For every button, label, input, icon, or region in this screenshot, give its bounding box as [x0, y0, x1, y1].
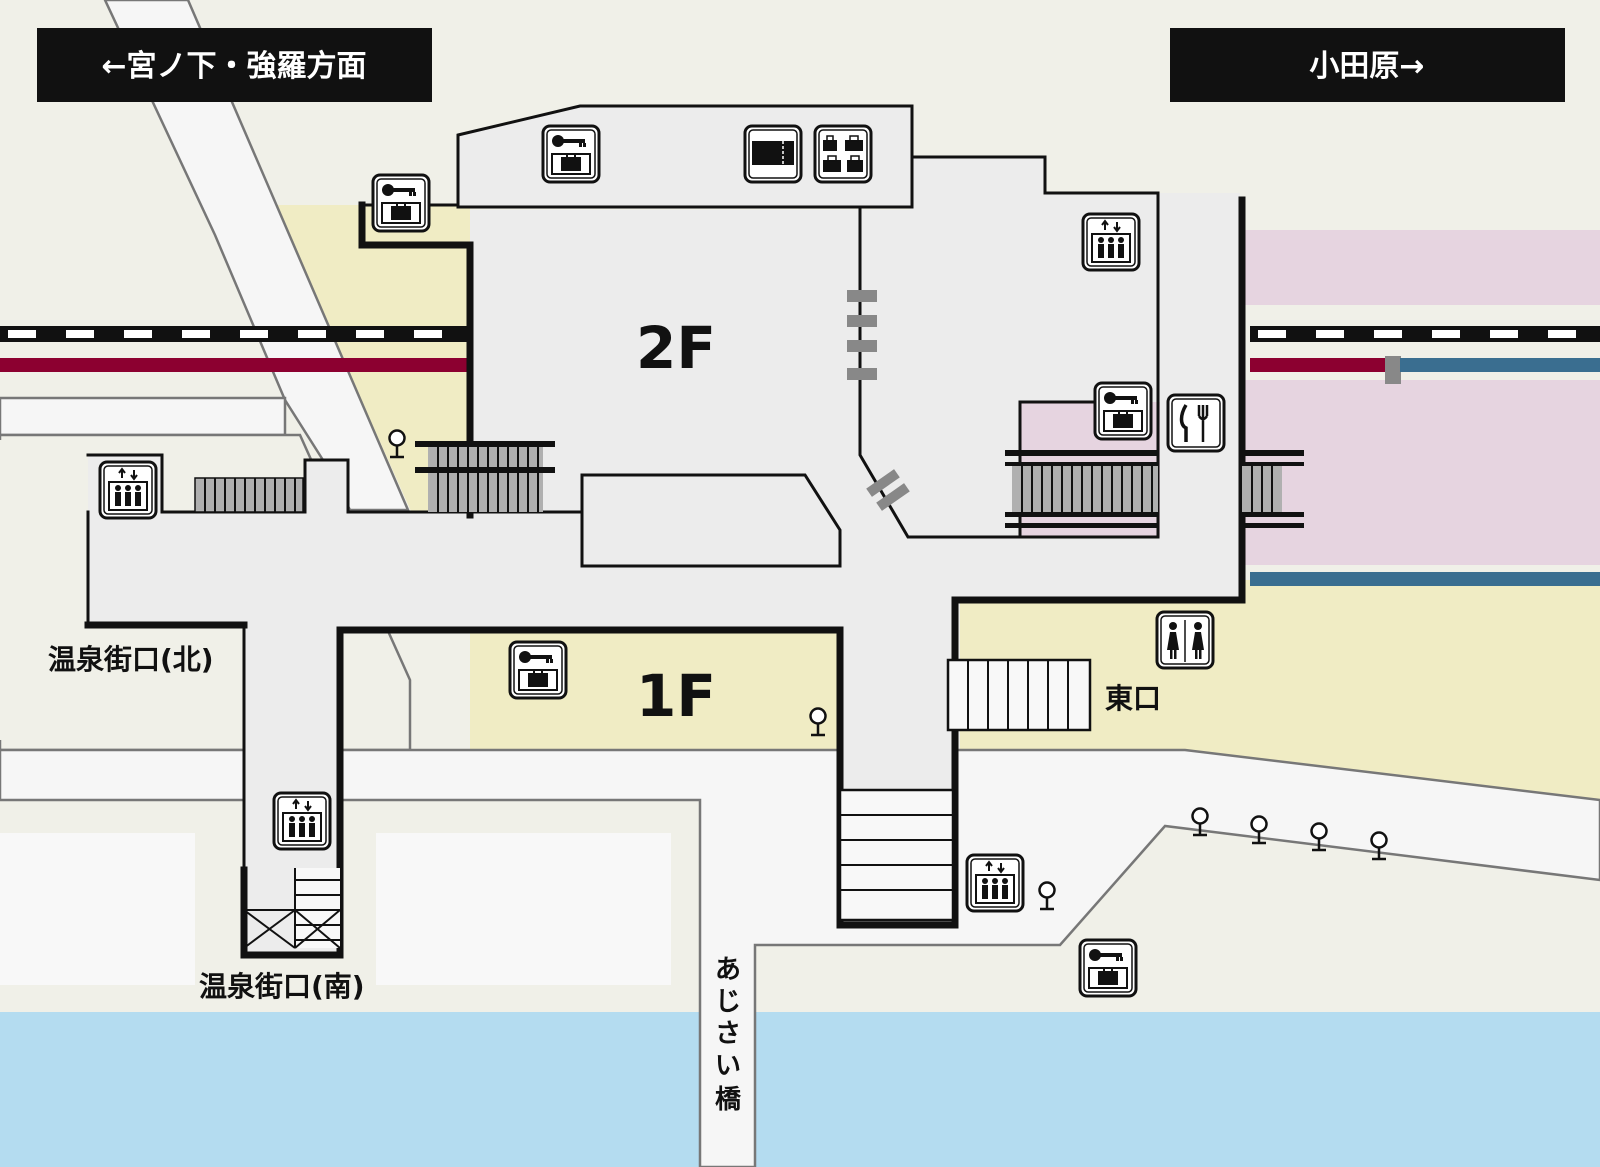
track-dash	[1548, 330, 1576, 338]
yellow-area	[960, 580, 1600, 800]
ticket-gates	[847, 290, 910, 511]
platform-area-pink	[1245, 230, 1600, 305]
elevator-icon	[98, 460, 158, 520]
svg-text:あ: あ	[715, 955, 741, 985]
railway-track	[0, 326, 1600, 586]
direction-banner-right: 小田原→	[1170, 28, 1565, 102]
floor-label-2f: 2F	[636, 314, 716, 382]
escalator-east	[1005, 450, 1158, 528]
track-dash	[66, 330, 94, 338]
escalator-center	[415, 441, 555, 512]
track-dash	[8, 330, 36, 338]
svg-text:い: い	[715, 1051, 741, 1081]
track-dash	[1258, 330, 1286, 338]
coin-locker-icon	[541, 124, 601, 184]
exit-label-onsen-north: 温泉街口(北)	[48, 643, 214, 676]
bridge-label: あ じ さ い 橋	[715, 955, 742, 1115]
stairs-east-exit	[946, 658, 1092, 732]
platform-area-pink	[1245, 380, 1600, 565]
floor-label-1f: 1F	[636, 662, 716, 730]
coin-locker-icon	[1078, 938, 1138, 998]
river	[0, 1012, 1600, 1167]
escalator-far-east	[1242, 450, 1304, 528]
track-dash	[1432, 330, 1460, 338]
coin-locker-icon	[1093, 381, 1153, 441]
direction-left-label: ←宮ノ下・強羅方面	[101, 49, 366, 84]
direction-banner-left: ←宮ノ下・強羅方面	[37, 28, 432, 102]
escalator-west	[194, 477, 304, 513]
luggage-storage-icon	[813, 124, 873, 184]
central-room	[580, 473, 842, 568]
direction-right-label: 小田原→	[1309, 49, 1424, 84]
track-dash	[356, 330, 384, 338]
stairs-south	[838, 788, 955, 922]
restroom-icon	[1155, 610, 1215, 670]
coin-locker-icon	[508, 640, 568, 700]
track-dash	[1490, 330, 1518, 338]
main-road	[0, 748, 1600, 1167]
coin-locker-icon	[371, 173, 431, 233]
road-west	[0, 396, 287, 437]
station-walls	[84, 155, 1246, 959]
track-dash	[124, 330, 152, 338]
track-dash	[182, 330, 210, 338]
building-block	[0, 833, 195, 985]
elevator-icon	[1081, 212, 1141, 272]
building-block	[376, 833, 671, 985]
ticket-gate-icon	[743, 124, 803, 184]
restaurant-icon	[1166, 393, 1226, 453]
elevator-icon	[965, 853, 1025, 913]
track-dash	[414, 330, 442, 338]
svg-text:さ: さ	[715, 1019, 741, 1049]
exit-label-onsen-south: 温泉街口(南)	[199, 970, 365, 1003]
svg-text:じ: じ	[715, 987, 741, 1017]
svg-text:橋: 橋	[715, 1085, 742, 1115]
exit-label-east: 東口	[1105, 682, 1161, 715]
track-dash	[240, 330, 268, 338]
track-dash	[1374, 330, 1402, 338]
track-dash	[298, 330, 326, 338]
stairs-onsen-south	[243, 868, 341, 949]
elevator-icon	[272, 791, 332, 851]
track-dash	[1316, 330, 1344, 338]
